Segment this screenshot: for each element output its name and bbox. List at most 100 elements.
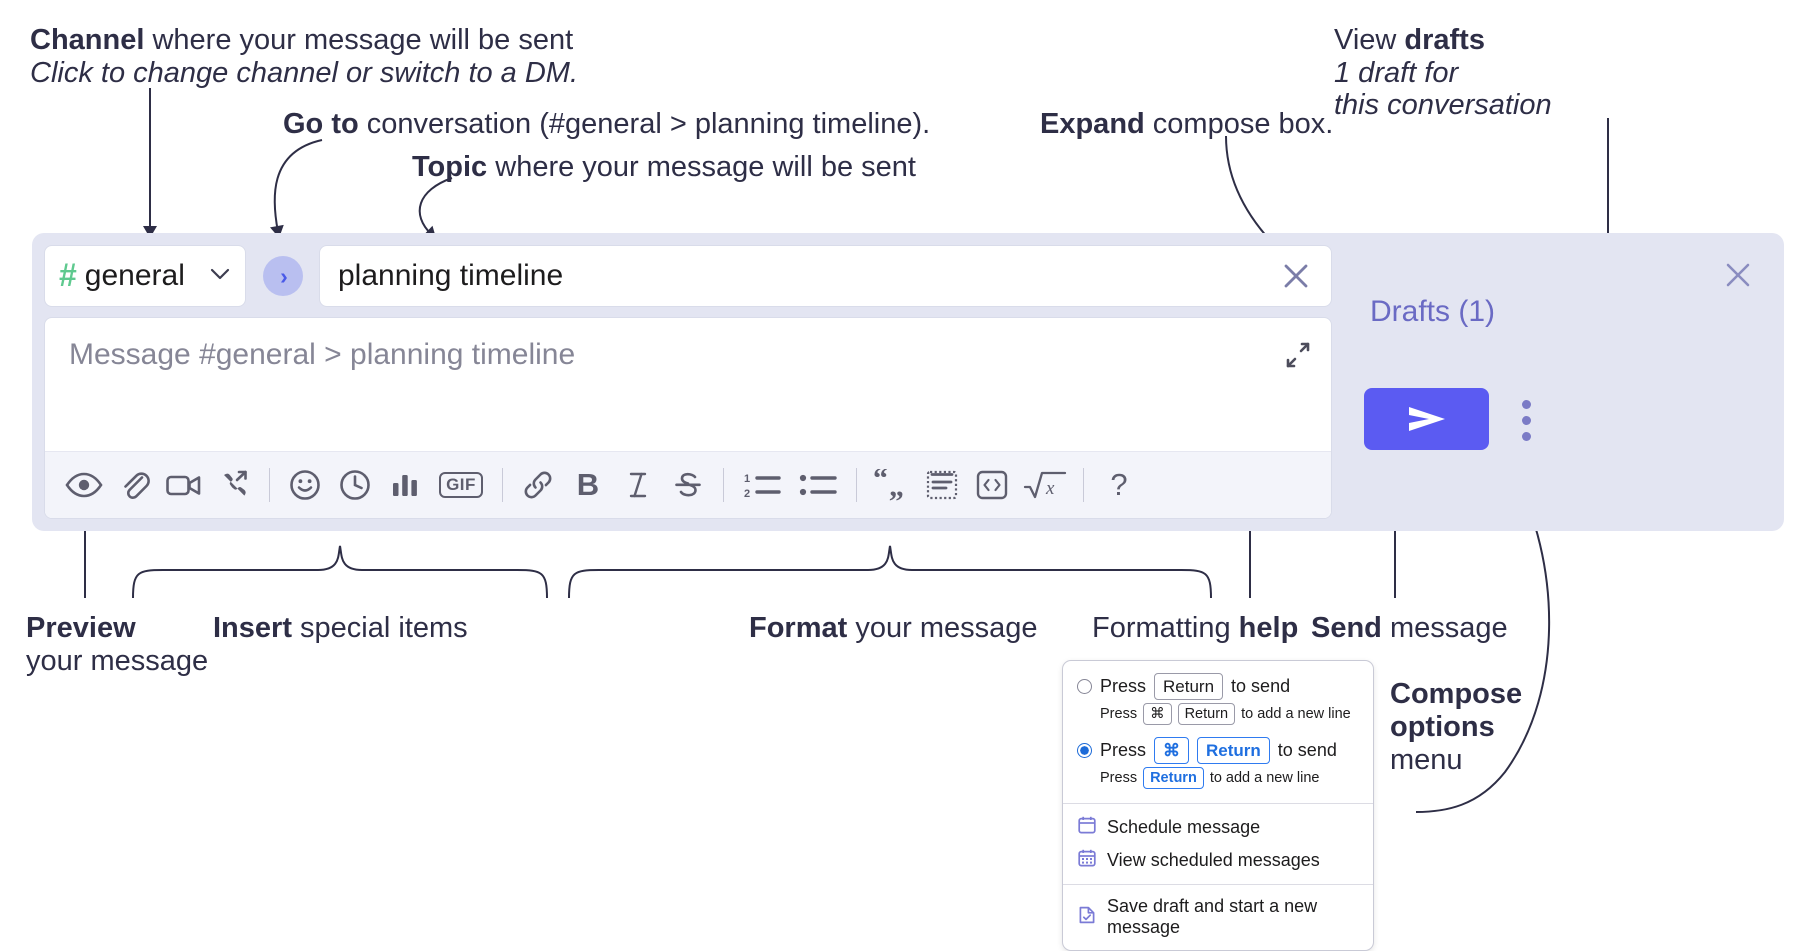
audio-call-icon[interactable] [209,460,259,510]
option1-hint: Press ⌘ Return to add a new line [1100,703,1359,725]
italic-icon[interactable] [613,460,663,510]
option-return-to-send[interactable]: Press Return to send [1077,673,1359,700]
anno-goto-rest: conversation (#general > planning timeli… [358,108,931,140]
topic-value: planning timeline [338,259,564,292]
radio-button[interactable] [1077,679,1092,694]
strikethrough-icon[interactable] [663,460,713,510]
expand-compose-icon[interactable] [1281,338,1315,372]
help-icon[interactable]: ? [1094,460,1144,510]
option1-pre: Press [1100,676,1147,696]
menu-item-schedule-message[interactable]: Schedule message [1063,804,1373,844]
anno-channel-sub: Click to change channel or switch to a D… [30,55,578,92]
key-command: ⌘ [1143,703,1172,725]
document-check-icon [1077,905,1097,930]
goto-conversation-button[interactable]: › [263,256,303,296]
bold-icon[interactable]: B [563,460,613,510]
option2-post: to send [1277,740,1337,760]
poll-icon[interactable] [380,460,430,510]
message-input-area[interactable]: Message #general > planning timeline [44,317,1332,519]
anno-insert-rest: special items [291,612,468,644]
anno-channel-rest: where your message will be sent [144,24,574,56]
anno-preview-l2-text: your message [26,645,209,677]
anno-expand-bold: Expand [1040,108,1145,140]
send-shortcut-options: Press Return to send Press ⌘ Return to a… [1063,661,1373,803]
video-icon[interactable] [159,460,209,510]
clock-icon[interactable] [330,460,380,510]
compose-options-button[interactable] [1512,391,1540,449]
message-placeholder: Message #general > planning timeline [69,338,576,371]
code-block-icon[interactable] [917,460,967,510]
send-button[interactable] [1364,388,1489,450]
kebab-dot [1521,415,1531,425]
svg-text:2: 2 [744,488,750,500]
attachment-icon[interactable] [109,460,159,510]
close-icon[interactable] [1720,257,1756,293]
anno-insert: Insert special items [213,610,468,647]
gif-icon[interactable]: GIF [430,460,492,510]
kebab-dot [1521,399,1531,409]
chevron-right-icon: › [280,262,288,289]
anno-send-bold: Send [1311,612,1382,644]
menu-item-save-draft[interactable]: Save draft and start a new message [1063,885,1373,950]
preview-icon[interactable] [59,460,109,510]
channel-selector[interactable]: # general [44,245,246,307]
option1-post: to send [1231,676,1291,696]
menu-item-view-scheduled-messages[interactable]: View scheduled messages [1063,844,1373,884]
toolbar-separator [269,468,270,502]
hash-icon: # [59,257,77,293]
blockquote-icon[interactable]: “ „ [867,460,917,510]
channel-name: general [84,259,185,292]
radio-button[interactable] [1077,743,1092,758]
toolbar-separator [502,468,503,502]
anno-drafts-sub2-text: this conversation [1334,89,1552,121]
toolbar-separator [723,468,724,502]
latex-icon[interactable]: x [1017,460,1073,510]
compose-header-row: # general › planning timeline [44,245,1332,307]
compose-box: # general › planning timeline [32,233,1784,531]
key-command: ⌘ [1154,737,1190,764]
key-return: Return [1154,673,1224,700]
option-cmd-return-to-send[interactable]: Press ⌘ Return to send [1077,737,1359,764]
anno-preview: Preview [26,610,136,647]
inline-code-icon[interactable] [967,460,1017,510]
anno-help: Formatting help [1092,610,1298,647]
anno-help-bold: help [1238,612,1299,644]
topic-input[interactable]: planning timeline [319,245,1332,307]
bold-label: B [576,467,600,502]
formatting-toolbar: GIF B [45,451,1331,518]
menu-divider [1063,884,1373,885]
anno-topic-rest: where your message will be sent [487,151,916,183]
anno-drafts-pre: View [1334,24,1405,56]
key-return: Return [1177,703,1236,725]
anno-goto-bold: Go to [283,108,359,140]
emoji-icon[interactable] [280,460,330,510]
anno-send: Send message [1311,610,1508,647]
bulleted-list-icon[interactable] [790,460,846,510]
gif-label: GIF [439,472,483,498]
clear-topic-icon[interactable] [1279,259,1313,293]
anno-drafts-bold: drafts [1404,24,1485,56]
ordered-list-icon[interactable]: 1 2 [734,460,790,510]
anno-channel-bold: Channel [30,24,145,56]
svg-text:x: x [1045,478,1055,499]
option1-sub-pre: Press [1100,706,1138,722]
key-return: Return [1143,767,1204,789]
drafts-link[interactable]: Drafts (1) [1370,295,1496,328]
anno-expand-rest: compose box. [1144,108,1334,140]
anno-send-rest: message [1381,612,1508,644]
svg-text:1: 1 [744,473,750,485]
kebab-dot [1521,431,1531,441]
anno-drafts-sub2: this conversation [1334,87,1552,124]
option2-sub-post: to add a new line [1209,770,1320,786]
anno-compose-options-l3: menu [1390,742,1463,779]
anno-topic-bold: Topic [412,151,488,183]
chevron-down-icon [209,266,231,286]
option2-sub-pre: Press [1100,770,1138,786]
menu-item-label: Schedule message [1107,817,1261,837]
anno-compose-options-l3-text: menu [1390,744,1463,776]
link-icon[interactable] [513,460,563,510]
toolbar-separator [1083,468,1084,502]
anno-drafts-sub1-text: 1 draft for [1334,57,1459,89]
compose-inner: # general › planning timeline [44,245,1332,519]
